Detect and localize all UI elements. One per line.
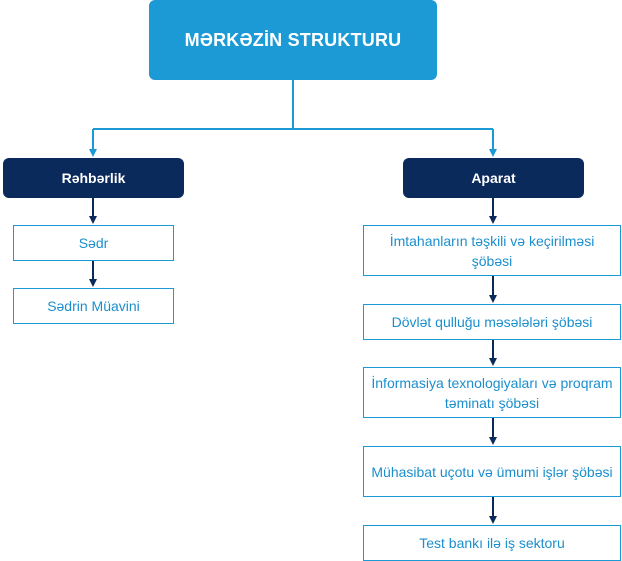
node-label: İnformasiya texnologiyaları və proqram t… [371, 374, 613, 411]
org-node-test-bank-sector: Test bankı ilə iş sektoru [363, 525, 621, 561]
org-node-accounting-department: Mühasibat uçotu və ümumi işlər şöbəsi [363, 446, 621, 497]
org-node-exam-department: İmtahanların təşkili və keçirilməsi şöbə… [363, 225, 621, 276]
node-label: Sədr [78, 235, 109, 251]
node-label: Sədrin Müavini [47, 298, 140, 314]
branch-header-apparatus: Aparat [403, 158, 584, 198]
org-node-deputy-chairman: Sədrin Müavini [13, 288, 174, 324]
node-label: İmtahanların təşkili və keçirilməsi şöbə… [389, 232, 595, 269]
org-node-it-department: İnformasiya texnologiyaları və proqram t… [363, 367, 621, 418]
chart-title: MƏRKƏZİN STRUKTURU [184, 29, 402, 50]
branch-header-label: Aparat [471, 170, 516, 186]
node-label: Test bankı ilə iş sektoru [419, 535, 565, 551]
org-node-civil-service-department: Dövlət qulluğu məsələləri şöbəsi [363, 304, 621, 340]
branch-header-label: Rəhbərlik [61, 170, 126, 186]
org-node-chairman: Sədr [13, 225, 174, 261]
branch-header-leadership: Rəhbərlik [3, 158, 184, 198]
node-label: Dövlət qulluğu məsələləri şöbəsi [391, 314, 593, 330]
node-label: Mühasibat uçotu və ümumi işlər şöbəsi [371, 463, 613, 480]
chart-title-box: MƏRKƏZİN STRUKTURU [149, 0, 437, 80]
